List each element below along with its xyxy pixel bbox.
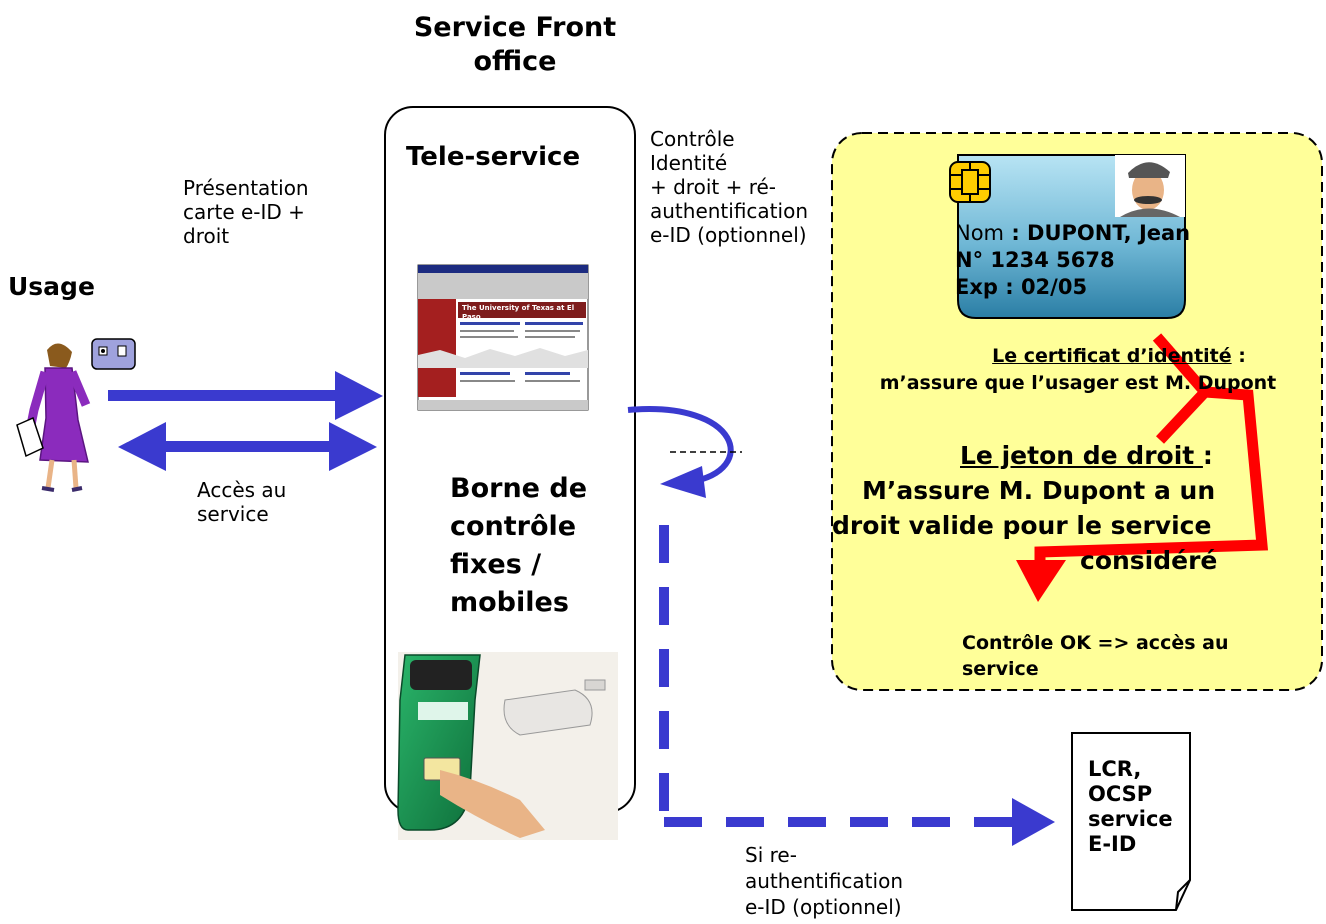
si-line-1: Si re- [745,843,797,867]
borne-line-4: mobiles [450,587,569,618]
card-nom-value: : DUPONT, Jean [1004,221,1191,245]
acces-line-2: service [197,502,269,526]
si-line-3: e-ID (optionnel) [745,895,902,919]
teleservice-title: Tele-service [406,142,581,172]
loop-arrow [627,406,742,498]
acces-label: Accès au service [197,478,286,526]
controle-line-3: + droit + ré- [650,175,777,199]
result-line-2: service [962,658,1039,680]
arrow-bidirectional [118,422,377,471]
eid-card-icon [91,338,136,370]
webpage-screenshot [417,264,589,411]
webpage-title: The University of Texas at El Paso [462,304,575,321]
header-line-1: Service Front [413,12,617,43]
certificat-text: Le certificat d’identité : m’assure que … [838,343,1318,397]
header-line-2: office [473,46,557,77]
controle-line-2: Identité [650,151,728,175]
lcr-line-4: E-ID [1088,832,1137,856]
card-name-row: Nom : DUPONT, Jean [955,220,1190,247]
borne-line-3: fixes / [450,549,542,580]
presentation-line-1: Présentation [183,176,309,200]
certificat-title: Le certificat d’identité [992,345,1232,367]
lcr-text: LCR, OCSP service E-ID [1088,757,1173,857]
usage-title: Usage [8,272,95,301]
portrait-photo [1115,155,1185,217]
presentation-line-2: carte e-ID + [183,200,305,224]
certificat-line-2: m’assure que l’usager est M. Dupont [879,372,1277,394]
result-line-1: Contrôle OK => accès au [962,632,1229,654]
controle-label: Contrôle Identité + droit + ré- authenti… [650,127,808,247]
card-number: N° 1234 5678 [955,248,1115,272]
borne-line-1: Borne de [450,473,588,504]
jeton-line-4: considéré [1080,546,1218,575]
certificat-colon: : [1231,345,1246,367]
si-line-2: authentification [745,869,903,893]
jeton-line-2: M’assure M. Dupont a un [862,476,1216,505]
card-reader-device [503,679,606,736]
arrow-to-front-office [108,371,383,420]
controle-line-5: e-ID (optionnel) [650,223,807,247]
lcr-line-2: OCSP [1088,782,1153,806]
borne-label: Borne de contrôle fixes / mobiles [450,470,587,622]
acces-line-1: Accès au [197,478,287,502]
result-text: Contrôle OK => accès au service [962,630,1229,682]
certificat-title-row: Le certificat d’identité : [838,343,1318,370]
si-label: Si re- authentification e-ID (optionnel) [745,842,903,920]
jeton-title: Le jeton de droit [960,441,1203,470]
chip-icon [949,161,991,203]
card-terminal-photo [397,652,618,840]
controle-line-4: authentification [650,199,808,223]
jeton-line-3: droit valide pour le service [832,511,1212,540]
lcr-document [1071,732,1191,911]
jeton-title-row: Le jeton de droit : [832,438,1272,473]
user-figure [16,343,91,492]
jeton-colon: : [1202,441,1213,470]
jeton-text: Le jeton de droit : M’assure M. Dupont a… [832,438,1272,578]
card-text: Nom : DUPONT, Jean N° 1234 5678 Exp : 02… [955,220,1190,301]
lcr-line-1: LCR, [1088,757,1142,781]
borne-line-2: contrôle [450,511,577,542]
card-exp: Exp : 02/05 [955,275,1088,299]
controle-line-1: Contrôle [650,127,735,151]
id-card [949,154,1186,319]
red-lightning-arrow [1016,333,1269,602]
lcr-line-3: service [1088,807,1173,831]
presentation-label: Présentation carte e-ID + droit [183,176,309,248]
card-nom-label: Nom [955,221,1005,245]
header-title: Service Front office [380,11,650,79]
dashed-arrow-to-lcr [659,525,1055,846]
presentation-line-3: droit [183,224,230,248]
